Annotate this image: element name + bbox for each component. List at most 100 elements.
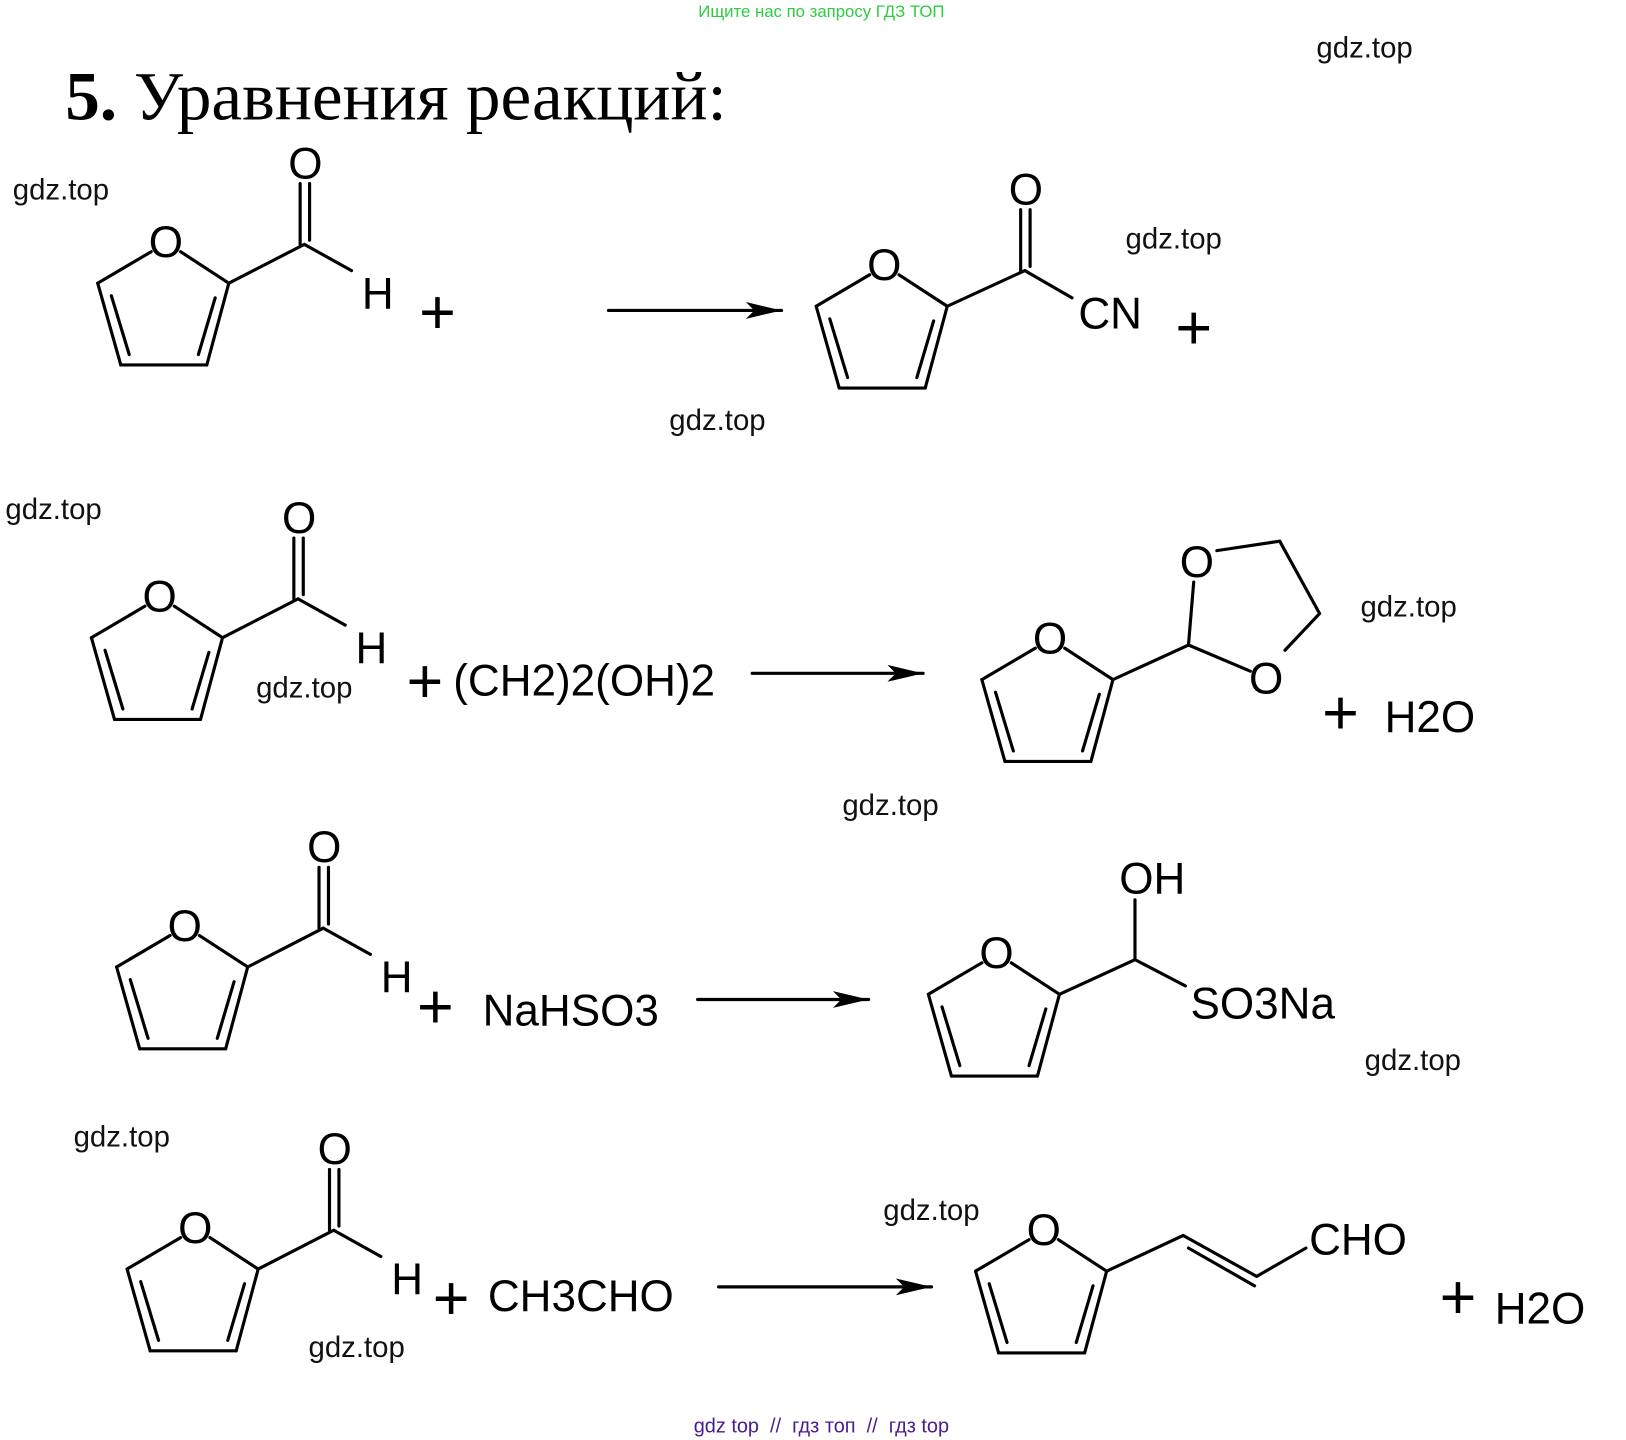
arrow-head [887, 664, 924, 682]
carbonyl-oxygen: O [307, 823, 341, 872]
carbonyl-oxygen: O [318, 1125, 352, 1174]
double-bond [190, 650, 211, 711]
bond [980, 646, 1037, 682]
bond [224, 965, 250, 1051]
bond [302, 242, 354, 273]
bond [198, 636, 225, 722]
search-hint: Ищите нас по запросу ГДЗ ТОП [698, 2, 944, 21]
plus-sign: + [1440, 1262, 1477, 1332]
bond [814, 304, 841, 390]
bond [897, 273, 949, 308]
arrow-head [832, 991, 869, 1008]
bond [1215, 539, 1282, 553]
byproduct-water: H2O [1385, 693, 1476, 742]
bond [234, 1267, 260, 1353]
reagent-acetaldehyde: CH3CHO [488, 1272, 674, 1321]
bond [1057, 958, 1137, 996]
bond [125, 1267, 152, 1353]
aldehyde-group: CHO [1309, 1215, 1407, 1264]
cyano-group: CN [1078, 289, 1142, 338]
bond [220, 597, 300, 640]
bond [1035, 992, 1062, 1078]
bond [197, 933, 250, 969]
double-bond [940, 1005, 962, 1068]
plus-sign: + [417, 972, 454, 1042]
reagent-ethylene-glycol: (CH2)2(OH)2 [453, 656, 715, 705]
sulfonate-group: SO3Na [1191, 979, 1336, 1028]
watermark: gdz.top [256, 671, 352, 704]
ring-oxygen: O [979, 929, 1013, 978]
bond [814, 273, 872, 308]
bond [1083, 1269, 1109, 1355]
byproduct-water: H2O [1495, 1285, 1586, 1334]
bond [1111, 643, 1191, 682]
bond [1186, 643, 1252, 673]
bond [945, 269, 1027, 308]
bond [1089, 678, 1115, 764]
bond [923, 304, 949, 390]
hydroxyl-group: OH [1119, 855, 1185, 904]
bond [125, 1236, 183, 1271]
chemistry-drawing: OOH+OOCN+OOH+(CH2)2(OH)2OOO+H2OOOH+NaHSO… [89, 139, 1586, 1355]
watermark: gdz.top [309, 1331, 405, 1364]
arrow-head [895, 1278, 932, 1296]
task-number: 5. [65, 58, 117, 135]
hydrogen: H [362, 269, 394, 318]
watermark: gdz.top [1360, 591, 1456, 624]
ring-oxygen: O [1033, 614, 1067, 663]
bond [115, 933, 172, 969]
bond [205, 281, 231, 367]
watermark: gdz.top [842, 789, 938, 822]
watermark: gdz.top [13, 173, 109, 206]
double-bond [1186, 1246, 1257, 1288]
bond [1023, 269, 1074, 300]
bond [321, 926, 372, 956]
reagent-sodium-bisulfite: NaHSO3 [483, 987, 659, 1036]
ring-oxygen: O [142, 572, 176, 621]
plus-sign: + [419, 278, 456, 348]
watermark: gdz.top [669, 404, 765, 437]
bond [227, 242, 306, 285]
watermark: gdz.top [1126, 223, 1222, 256]
carbonyl-oxygen: O [1009, 166, 1043, 215]
bond [208, 1236, 260, 1271]
bond [332, 1228, 383, 1259]
watermark: gdz.top [5, 493, 101, 526]
bond [96, 281, 123, 367]
plus-sign: + [1175, 293, 1212, 363]
watermark: gdz.top [1365, 1044, 1461, 1077]
ring-oxygen: O [178, 1204, 212, 1253]
bond [96, 250, 153, 285]
double-bond [196, 296, 217, 357]
plus-sign: + [433, 1263, 470, 1333]
bond [179, 250, 231, 285]
arrow-head [745, 302, 782, 319]
bond [1181, 1233, 1259, 1278]
plus-sign: + [407, 647, 444, 717]
bond [926, 961, 984, 996]
double-bond [1027, 1007, 1048, 1068]
double-bond [1074, 1284, 1095, 1345]
bond [1056, 1238, 1109, 1273]
bond [1105, 1233, 1185, 1273]
bond [256, 1228, 336, 1271]
hydrogen: H [356, 624, 388, 673]
bond [1255, 1246, 1308, 1278]
bond [89, 604, 147, 640]
double-bond [215, 980, 236, 1040]
watermarks: gdz.top gdz.top gdz.top gdz.top gdz.top gdz.t… [5, 32, 1461, 1364]
ring-oxygen: O [168, 902, 202, 951]
ring-oxygen: O [867, 241, 901, 290]
bond [115, 965, 142, 1051]
double-bond [226, 1282, 247, 1342]
bond [172, 604, 225, 640]
hydrogen: H [391, 1255, 423, 1304]
double-bond [139, 1280, 161, 1342]
watermark: gdz.top [883, 1194, 979, 1227]
bond [1009, 961, 1062, 996]
bond [246, 926, 325, 969]
bond [973, 1269, 1001, 1355]
bond [926, 992, 954, 1078]
footer-note: gdz top // гдз топ // гдз top [694, 1416, 949, 1438]
